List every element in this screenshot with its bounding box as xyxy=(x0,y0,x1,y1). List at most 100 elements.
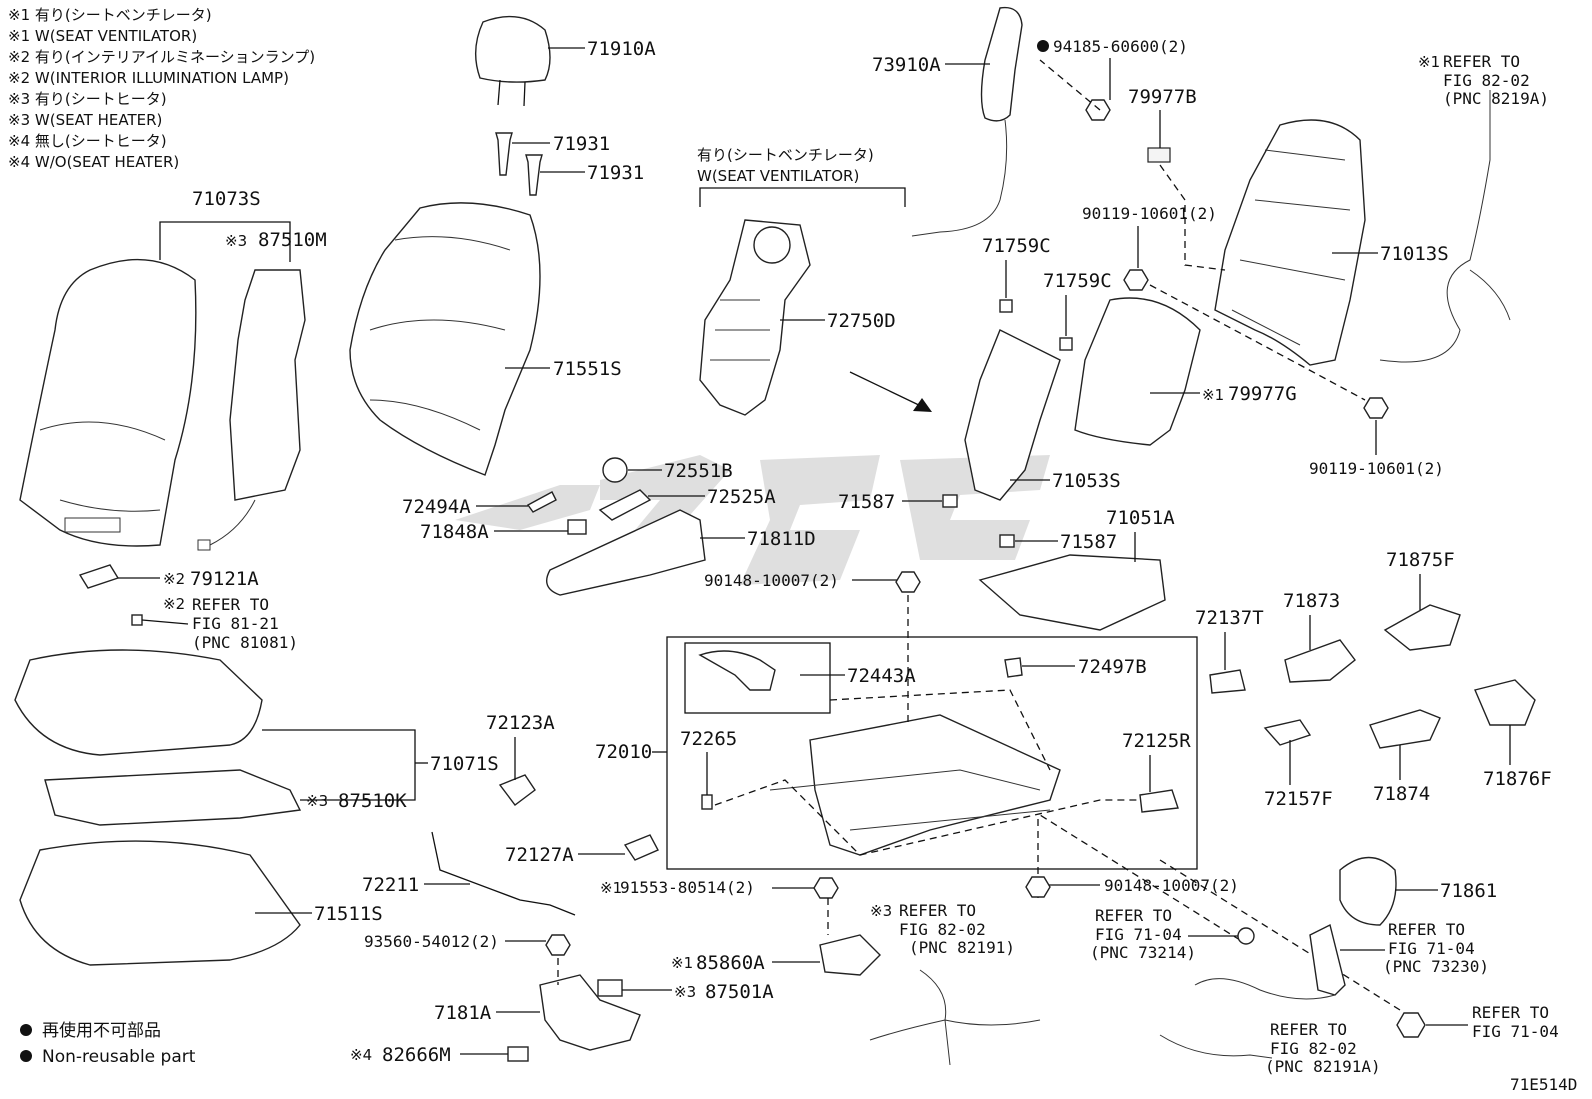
watermark-logo xyxy=(455,455,1050,585)
ventilator-group-label: W(SEAT VENTILATOR) xyxy=(697,167,859,185)
part-label-71073S: 71073S xyxy=(192,188,261,210)
cover-drawing-72127A[interactable] xyxy=(623,834,659,861)
nut-drawing-71-04[interactable] xyxy=(1396,1012,1426,1038)
headrest-guide-drawing[interactable] xyxy=(495,132,543,196)
part-label-71931: 71931 xyxy=(553,133,610,155)
connector-drawing-87501A[interactable] xyxy=(597,979,623,997)
seatback-pad-drawing[interactable] xyxy=(349,202,541,476)
seat-cushion-cover-drawing[interactable] xyxy=(14,649,263,756)
armrest-drawing[interactable] xyxy=(526,457,706,596)
cover-drawing-71861[interactable] xyxy=(1339,856,1397,926)
cap-drawing-72551B[interactable] xyxy=(602,457,628,483)
clip-drawing-71587[interactable] xyxy=(942,494,1015,548)
refer-label: REFER TO xyxy=(1095,906,1172,925)
bolt-drawing-93560[interactable] xyxy=(545,934,571,956)
part-label-72137T: 72137T xyxy=(1195,607,1264,629)
part-label-71848A: 71848A xyxy=(420,521,489,543)
non-reusable-icon xyxy=(1037,40,1049,52)
callouts: 71910A 71931 71931 71073S ※3 87510M 7155… xyxy=(118,37,1559,1076)
ventilator-group-label: 有り(シートベンチレータ) xyxy=(697,146,874,164)
switch-drawing-72443A[interactable] xyxy=(698,650,776,691)
rod-drawing-72211[interactable] xyxy=(431,831,576,916)
part-label-72123A: 72123A xyxy=(486,712,555,734)
seatback-cover-drawing[interactable] xyxy=(19,258,197,547)
cushion-heater-drawing[interactable] xyxy=(44,769,302,826)
bolt-drawing-90148[interactable] xyxy=(1025,876,1051,898)
part-label-72525A: 72525A xyxy=(707,486,776,508)
part-label-72010: 72010 xyxy=(595,741,652,763)
part-label-90148: 90148-10007(2) xyxy=(1104,876,1239,895)
part-label-71861: 71861 xyxy=(1440,880,1497,902)
part-label-72265: 72265 xyxy=(680,728,737,750)
part-label-87510M: 87510M xyxy=(258,229,327,251)
part-label-79121A: 79121A xyxy=(190,568,259,590)
part-label-71876F: 71876F xyxy=(1483,768,1552,790)
part-label-71811D: 71811D xyxy=(747,528,816,550)
seat-adjuster-drawing[interactable] xyxy=(769,714,1061,856)
note-line: ※3 W(SEAT HEATER) xyxy=(8,111,162,129)
refer-label: (PNC 82191A) xyxy=(1265,1057,1381,1076)
part-label-71874: 71874 xyxy=(1373,783,1430,805)
dashed-leaders xyxy=(557,59,1401,1011)
part-label-71759C: 71759C xyxy=(982,235,1051,257)
part-label-79977B: 79977B xyxy=(1128,86,1197,108)
cover-drawing-72137T[interactable] xyxy=(1209,669,1246,694)
part-label-71587: 71587 xyxy=(838,491,895,513)
part-label-72551B: 72551B xyxy=(664,460,733,482)
seat-pad-drawing-73910A[interactable] xyxy=(911,6,1023,237)
part-label-87501A: 87501A xyxy=(705,981,774,1003)
bolt-drawing-90119[interactable] xyxy=(1123,269,1389,419)
note-line: ※4 W/O(SEAT HEATER) xyxy=(8,153,179,171)
part-label-90148: 90148-10007(2) xyxy=(704,571,839,590)
wire-drawing-73230 xyxy=(1194,978,1336,1000)
refer-label: FIG 71-04 xyxy=(1388,939,1475,958)
nut-drawing-94185[interactable] xyxy=(1085,99,1111,121)
lamp-drawing-79121A[interactable] xyxy=(78,564,120,589)
refer-label: FIG 71-04 xyxy=(1095,925,1182,944)
connector-drawing-82666M[interactable] xyxy=(507,1046,529,1062)
part-label-72211: 72211 xyxy=(362,874,419,896)
seat-cushion-pad-drawing[interactable] xyxy=(19,840,301,966)
bolt-drawing-91553[interactable] xyxy=(813,877,839,899)
cover-drawing-72157F[interactable] xyxy=(1263,719,1312,746)
wire-harness-drawing-8219A[interactable] xyxy=(1379,90,1511,363)
bolt-drawing-90148[interactable] xyxy=(895,571,921,593)
part-label-71511S: 71511S xyxy=(314,903,383,925)
mark-label: ※3 xyxy=(870,902,892,920)
part-label-90119: 90119-10601(2) xyxy=(1309,459,1444,478)
connector-drawing-81081[interactable] xyxy=(131,614,143,626)
mark-label: ※1 xyxy=(1202,386,1224,404)
seatback-frame-drawing[interactable] xyxy=(1214,119,1366,366)
cover-drawing-72125R[interactable] xyxy=(1139,789,1179,813)
ventilator-drawing[interactable] xyxy=(699,219,811,416)
grommet-drawing-73214[interactable] xyxy=(1237,927,1255,945)
wire-harness-drawing-82191[interactable] xyxy=(869,969,1041,1066)
bracket-drawing-7181A[interactable] xyxy=(539,974,641,1051)
cover-drawing-71873[interactable] xyxy=(1284,639,1356,683)
figure-id: 71E514D xyxy=(1510,1075,1577,1094)
label-drawing-79977B[interactable] xyxy=(1147,147,1171,163)
bracket-drawing-72497B[interactable] xyxy=(1004,657,1023,678)
cover-drawing-72123A[interactable] xyxy=(498,774,536,806)
seatback-heater-drawing[interactable] xyxy=(197,269,306,551)
cover-drawing-71876F[interactable] xyxy=(1474,679,1536,726)
part-label-72497B: 72497B xyxy=(1078,656,1147,678)
part-label-72750D: 72750D xyxy=(827,310,896,332)
headrest-drawing[interactable] xyxy=(475,15,551,107)
ventilation-pad-drawing[interactable] xyxy=(1074,297,1201,446)
mark-label: ※1 xyxy=(1418,53,1440,71)
part-label-85860A: 85860A xyxy=(696,952,765,974)
ventilator-fan-drawing-85860A[interactable] xyxy=(819,934,881,976)
cover-drawing-71874[interactable] xyxy=(1369,709,1441,749)
refer-label: FIG 82-02 xyxy=(899,920,986,939)
seat-spring-drawing[interactable] xyxy=(978,554,1166,631)
seat-belt-buckle-drawing[interactable] xyxy=(1309,923,1346,996)
legend-jp: 再使用不可部品 xyxy=(42,1020,161,1041)
part-label-71013S: 71013S xyxy=(1380,243,1449,265)
cover-drawing-71875F[interactable] xyxy=(1383,604,1461,651)
refer-label: REFER TO xyxy=(899,901,976,920)
clip-drawing-71759C[interactable] xyxy=(999,299,1073,351)
clip-drawing-72265[interactable] xyxy=(701,794,713,810)
lumbar-support-drawing[interactable] xyxy=(964,329,1061,501)
